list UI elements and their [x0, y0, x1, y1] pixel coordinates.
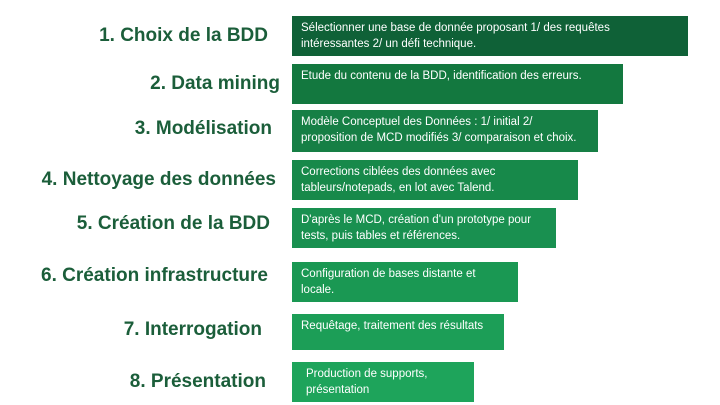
step-2-label: 2. Data mining	[150, 73, 280, 94]
step-8-label: 8. Présentation	[129, 371, 266, 392]
step-1-box: Sélectionner une base de donnée proposan…	[292, 16, 688, 56]
step-7-label: 7. Interrogation	[123, 319, 262, 340]
step-6-description: Configuration de bases distante et local…	[301, 268, 476, 296]
step-1-description: Sélectionner une base de donnée proposan…	[301, 22, 610, 50]
step-5-label: 5. Création de la BDD	[76, 213, 270, 234]
step-4-description: Corrections ciblées des données avec tab…	[301, 166, 496, 194]
step-3-description: Modèle Conceptuel des Données : 1/ initi…	[301, 116, 577, 144]
step-2-box: Etude du contenu de la BDD, identificati…	[292, 64, 623, 104]
step-8-box: Production de supports, présentation	[292, 362, 474, 402]
step-1-label: 1. Choix de la BDD	[99, 25, 268, 46]
step-3-label: 3. Modélisation	[134, 118, 272, 139]
step-4-box: Corrections ciblées des données avec tab…	[292, 160, 578, 200]
step-7-box: Requêtage, traitement des résultats	[292, 314, 504, 350]
step-2-description: Etude du contenu de la BDD, identificati…	[301, 70, 582, 82]
step-8-description: Production de supports, présentation	[306, 368, 428, 396]
step-7-description: Requêtage, traitement des résultats	[301, 320, 484, 332]
step-6-label: 6. Création infrastructure	[41, 265, 268, 286]
step-5-description: D'après le MCD, création d'un prototype …	[301, 214, 532, 242]
step-6-box: Configuration de bases distante et local…	[292, 262, 518, 302]
step-5-box: D'après le MCD, création d'un prototype …	[292, 208, 556, 248]
step-3-box: Modèle Conceptuel des Données : 1/ initi…	[292, 110, 598, 152]
step-4-label: 4. Nettoyage des données	[41, 169, 276, 190]
